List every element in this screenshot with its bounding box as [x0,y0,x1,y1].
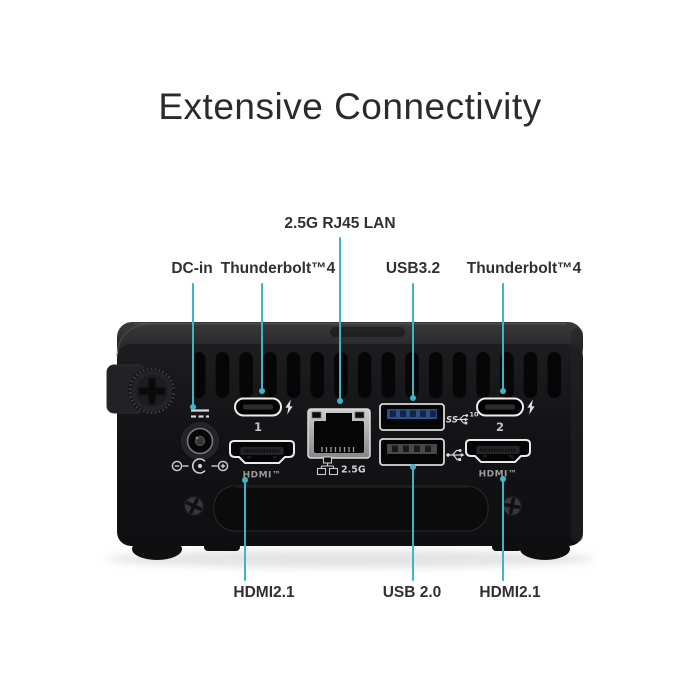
chassis-screw-right [501,495,523,517]
hdmi-right-marking: HDMI™ [479,470,518,480]
svg-text:10: 10 [470,411,480,419]
hdmi-left-marking: HDMI™ [243,471,282,481]
usb-ss10-icon: SS 10 [446,411,479,426]
label-thunderbolt-2: Thunderbolt™4 [466,260,582,277]
dc-polarity-icon [171,458,229,474]
thunderbolt-port-1 [234,397,282,417]
callout-dots [190,388,506,483]
usb-trident-icon [446,449,465,461]
label-usb-3-2: USB3.2 [385,260,441,277]
callout-lines [192,237,504,581]
chassis-screw-left [183,495,205,517]
label-thunderbolt-1: Thunderbolt™4 [220,260,336,277]
dc-symbol-icon [191,409,209,418]
label-usb-2-0: USB 2.0 [382,584,442,601]
usb-2-0-port [379,438,445,466]
svg-text:SS: SS [446,416,458,426]
thunderbolt-port-2 [476,397,524,417]
vent-grid [192,352,561,398]
label-hdmi-left: HDMI2.1 [233,584,295,601]
dc-in-port [179,420,221,462]
page-title: Extensive Connectivity [158,86,542,127]
rj45-lan-port [307,408,371,459]
latch-thumbscrew [106,364,176,415]
label-hdmi-right: HDMI2.1 [479,584,541,601]
thunderbolt-1-number: 1 [254,420,262,434]
usb-3-2-port [379,403,445,431]
lan-network-icon [316,456,339,476]
bottom-recess-panel [213,485,489,532]
lan-speed-marking: 2.5G [341,465,366,476]
thunderbolt-2-number: 2 [496,420,504,434]
label-lan: 2.5G RJ45 LAN [284,215,396,232]
device-shadow [105,550,595,568]
label-dc-in: DC-in [171,260,213,277]
top-logo [330,327,405,337]
